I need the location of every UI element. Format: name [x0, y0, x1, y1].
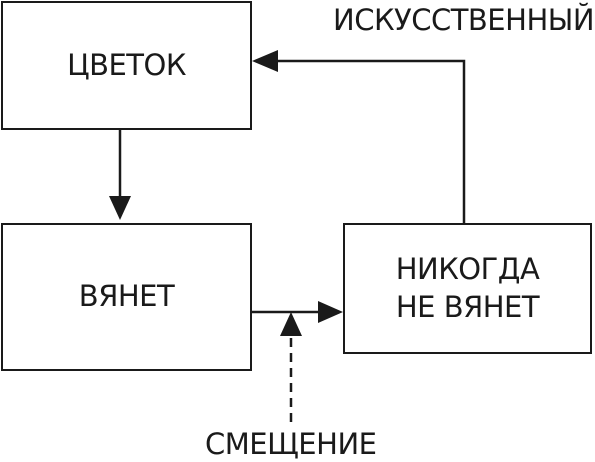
- node-flower-label: ЦВЕТОК: [67, 47, 186, 82]
- label-artificial: ИСКУССТВЕННЫЙ: [333, 3, 595, 37]
- node-never-withers-label: НИКОГДА НЕ ВЯНЕТ: [395, 252, 540, 324]
- edge-displacement-dashed: [280, 312, 302, 422]
- arrowhead-down: [109, 196, 131, 220]
- edge-never-withers-to-flower: [252, 50, 466, 223]
- arrowhead-left: [252, 50, 278, 72]
- arrowhead-up: [280, 312, 302, 336]
- node-never-withers: НИКОГДА НЕ ВЯНЕТ: [343, 223, 592, 354]
- label-displacement: СМЕЩЕНИЕ: [205, 427, 377, 461]
- edge-flower-to-withers: [109, 130, 131, 220]
- node-withers: ВЯНЕТ: [1, 223, 252, 371]
- node-withers-label: ВЯНЕТ: [78, 279, 175, 314]
- arrowhead-right: [318, 301, 343, 323]
- edge-withers-to-never-withers: [251, 301, 343, 323]
- node-flower: ЦВЕТОК: [1, 1, 252, 130]
